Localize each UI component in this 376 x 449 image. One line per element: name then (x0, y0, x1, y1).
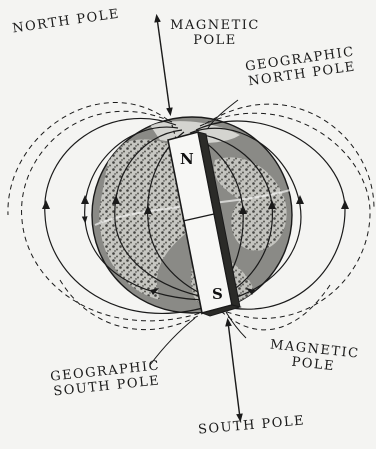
magnetic-pole-top-label: MAGNETIC POLE (160, 18, 270, 48)
magnet-north-letter: N (180, 150, 194, 168)
magnetic-pole-top-line2: POLE (160, 33, 270, 48)
magnetic-pole-top-line1: MAGNETIC (160, 18, 270, 33)
magnet-south-letter: S (212, 285, 223, 303)
